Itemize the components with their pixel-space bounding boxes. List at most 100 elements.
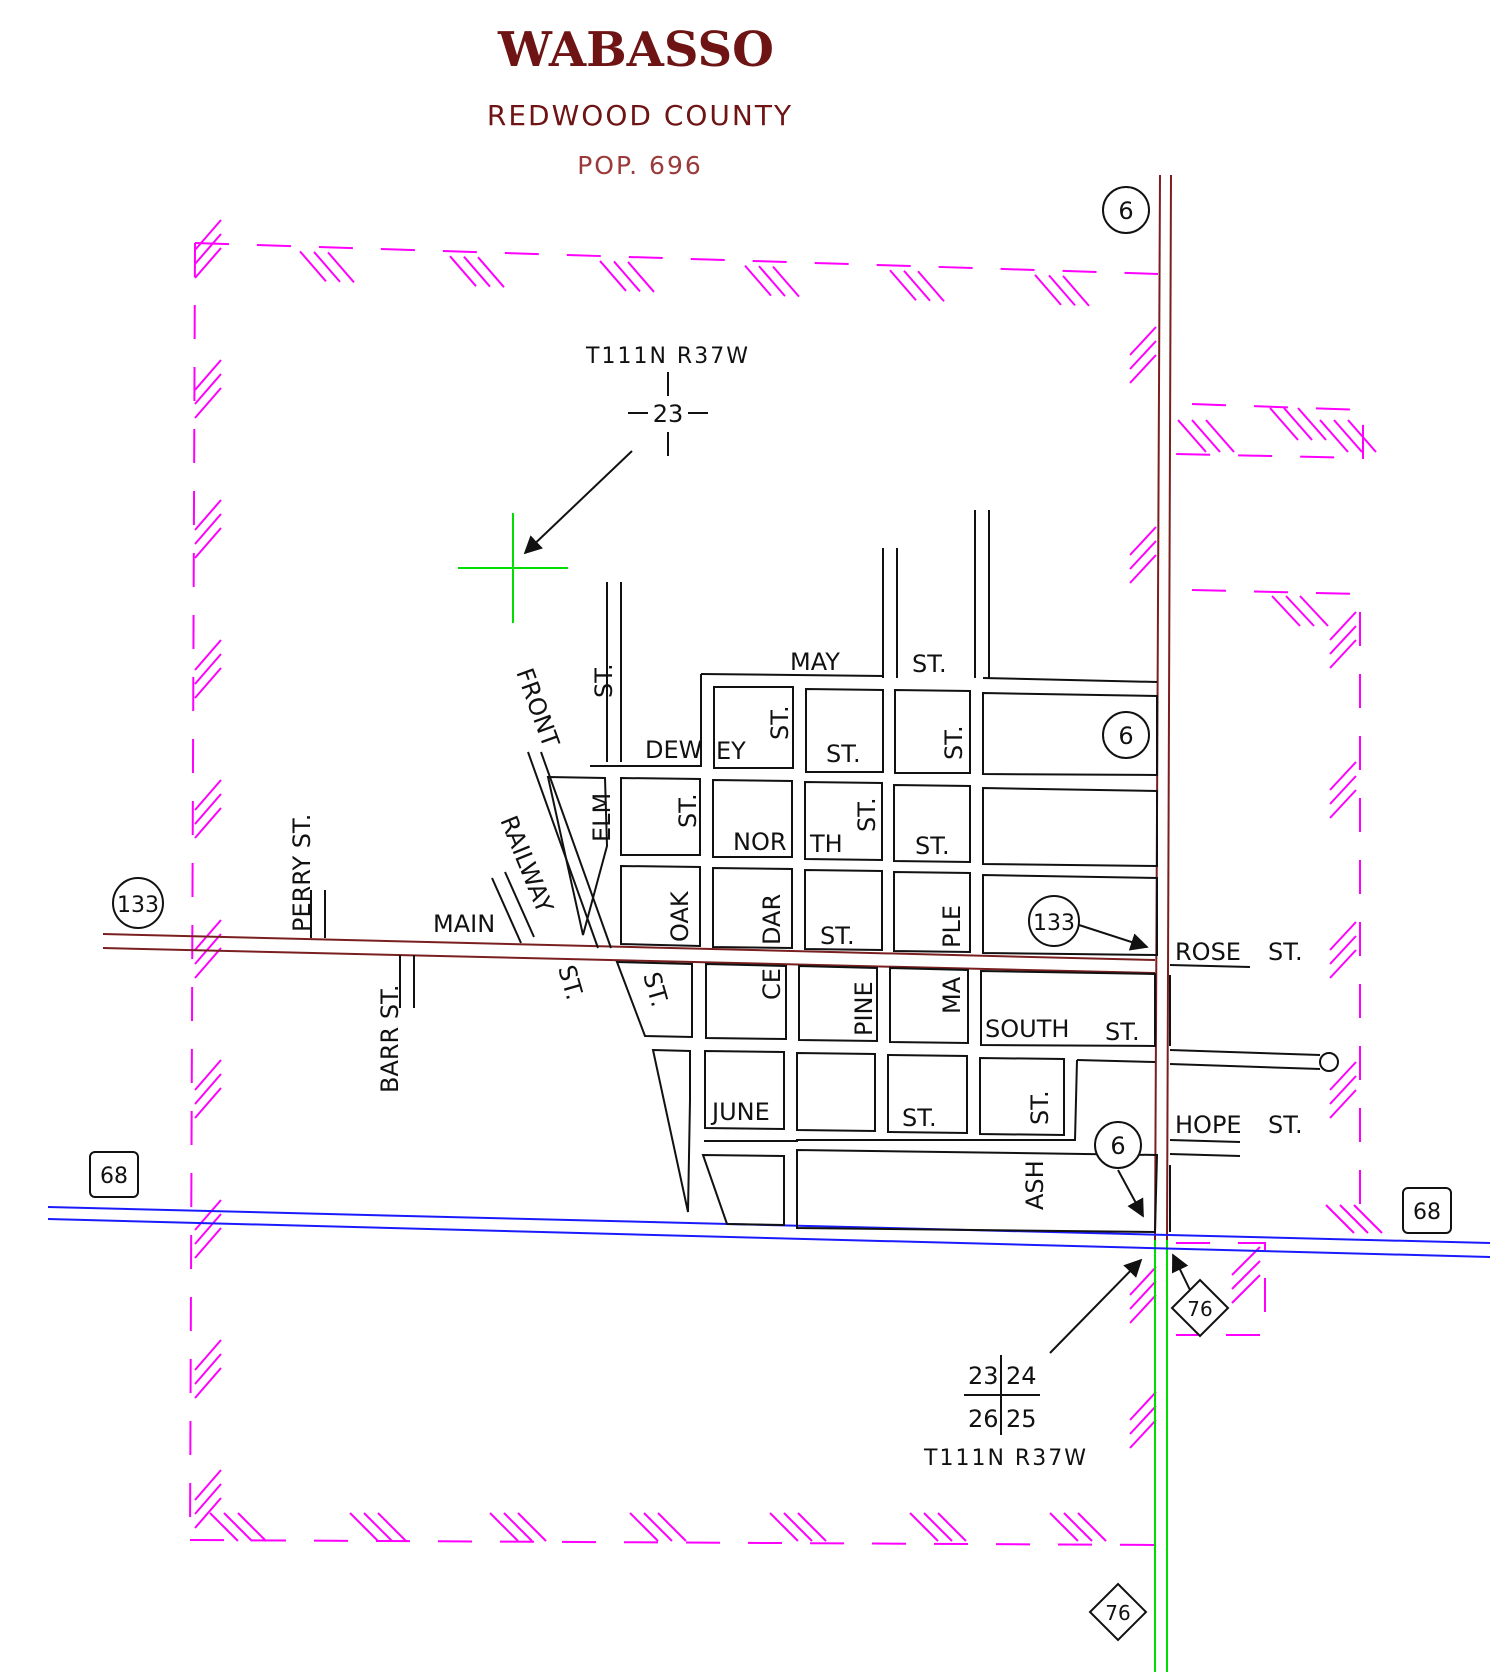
- boundary-hatch: [194, 499, 222, 531]
- boundary-hatch: [1329, 1089, 1357, 1119]
- svg-text:23: 23: [653, 400, 684, 428]
- boundary-hatch: [194, 947, 222, 979]
- label-railway-st: RAILWAY: [494, 812, 558, 917]
- county-road-133: [102, 933, 1156, 974]
- label-perry-st: PERRY ST.: [288, 814, 316, 932]
- label-north-st-suffix: ST.: [915, 832, 950, 860]
- boundary-hatch: [194, 793, 222, 825]
- boundary-hatch: [194, 1059, 222, 1091]
- boundary-hatch: [1231, 1260, 1261, 1290]
- boundary-hatch: [1329, 921, 1357, 951]
- boundary-hatch: [1077, 1512, 1107, 1542]
- boundary-hatch: [349, 1512, 379, 1542]
- boundary-hatch: [1329, 1075, 1357, 1105]
- boundary-hatch: [1285, 595, 1315, 627]
- svg-text:68: 68: [1413, 1200, 1441, 1225]
- boundary-hatch: [194, 1469, 222, 1501]
- boundary-hatch: [503, 1512, 533, 1542]
- boundary-hatch: [1329, 935, 1357, 965]
- svg-text:6: 6: [1118, 722, 1133, 750]
- boundary-hatch: [937, 1512, 967, 1542]
- boundary-hatch: [377, 1512, 407, 1542]
- svg-text:23: 23: [968, 1362, 999, 1390]
- boundary-hatch: [903, 270, 931, 302]
- label-barr-st: BARR ST.: [376, 984, 404, 1093]
- boundary-hatch: [797, 1512, 827, 1542]
- boundary-hatch: [194, 359, 222, 391]
- label-rose-st-suffix: ST.: [1268, 938, 1303, 966]
- boundary-hatch: [1049, 1512, 1079, 1542]
- label-dewey-st-suffix: ST.: [826, 740, 861, 768]
- label-north-st-2: TH: [809, 830, 843, 858]
- boundary-hatch: [1347, 419, 1377, 453]
- svg-text:25: 25: [1006, 1405, 1037, 1433]
- boundary-hatch: [1129, 554, 1157, 584]
- label-front-st: FRONT: [510, 664, 564, 751]
- label-south-st: SOUTH: [985, 1015, 1069, 1043]
- boundary-hatch: [909, 1512, 939, 1542]
- shield-cr6-top: 6: [1102, 186, 1150, 234]
- boundary-hatch: [1283, 407, 1313, 441]
- boundary-hatch: [744, 264, 772, 297]
- boundary-hatch: [1329, 761, 1357, 791]
- boundary-hatch: [327, 251, 355, 284]
- boundary-hatch: [1129, 1280, 1157, 1310]
- boundary-hatch: [1129, 1419, 1157, 1449]
- boundary-hatch: [209, 1512, 239, 1542]
- shield-cr6-south: 6: [1094, 1121, 1144, 1218]
- label-may-st: MAY: [790, 648, 840, 676]
- boundary-hatch: [489, 1512, 519, 1542]
- shield-sh76-south: 76: [1088, 1582, 1148, 1642]
- boundary-hatch: [1231, 1274, 1261, 1304]
- boundary-hatch: [1062, 275, 1090, 307]
- label-x-st: ST.: [637, 969, 673, 1010]
- boundary-hatch: [889, 269, 917, 301]
- shield-cr133-west: 133: [112, 877, 164, 929]
- street-labels: MAY ST. DEW EY ST. NOR TH ST. MAIN ROSE …: [288, 648, 1303, 1210]
- label-ash-st: ASH: [1021, 1160, 1049, 1210]
- svg-text:T111N R37W: T111N R37W: [923, 1446, 1088, 1471]
- boundary-hatch: [194, 247, 222, 279]
- boundary-hatch: [1129, 540, 1157, 570]
- boundary-hatch: [758, 265, 786, 297]
- boundary-hatch: [363, 1512, 393, 1542]
- label-june-st-suffix: ST.: [902, 1104, 937, 1132]
- boundary-hatch: [1319, 419, 1349, 453]
- svg-text:6: 6: [1110, 1132, 1125, 1160]
- boundary-hatch: [1129, 1266, 1157, 1296]
- label-railway-st-suffix: ST.: [552, 962, 588, 1003]
- boundary-hatch: [1129, 1294, 1157, 1324]
- boundary-hatch: [194, 1483, 222, 1515]
- boundary-hatch: [194, 653, 222, 685]
- label-cedar-st-suffix: ST.: [820, 922, 855, 950]
- boundary-hatch: [1329, 639, 1357, 669]
- boundary-hatch: [627, 261, 655, 293]
- boundary-hatch: [1325, 1204, 1355, 1234]
- boundary-hatch: [194, 1497, 222, 1529]
- boundary-hatch: [194, 1199, 222, 1231]
- boundary-hatch: [1299, 595, 1329, 627]
- label-pine-st-suffix: ST.: [853, 797, 881, 832]
- map-title: WABASSO: [497, 22, 774, 78]
- boundary-hatch: [194, 807, 222, 839]
- svg-text:68: 68: [100, 1164, 128, 1189]
- boundary-hatch: [1129, 1391, 1157, 1421]
- label-maple-st-1: MA: [938, 976, 966, 1014]
- boundary-hatch: [194, 1367, 222, 1399]
- boundary-hatch: [223, 1512, 253, 1542]
- boundary-hatch: [643, 1512, 673, 1542]
- boundary-hatch: [1329, 775, 1357, 805]
- boundary-hatch: [1329, 1061, 1357, 1091]
- label-elm-st-suffix: ST.: [674, 793, 702, 828]
- boundary-hatch: [629, 1512, 659, 1542]
- boundary-hatch: [477, 256, 505, 288]
- boundary-hatch: [194, 513, 222, 545]
- boundary-hatch: [194, 1353, 222, 1385]
- boundary-hatch: [194, 667, 222, 699]
- boundary-hatch: [1048, 274, 1076, 307]
- boundary-hatch: [1177, 419, 1207, 453]
- shield-sh76-north: 76: [1170, 1253, 1230, 1338]
- label-main-st: MAIN: [433, 910, 495, 938]
- label-south-st-suffix: ST.: [1105, 1018, 1140, 1046]
